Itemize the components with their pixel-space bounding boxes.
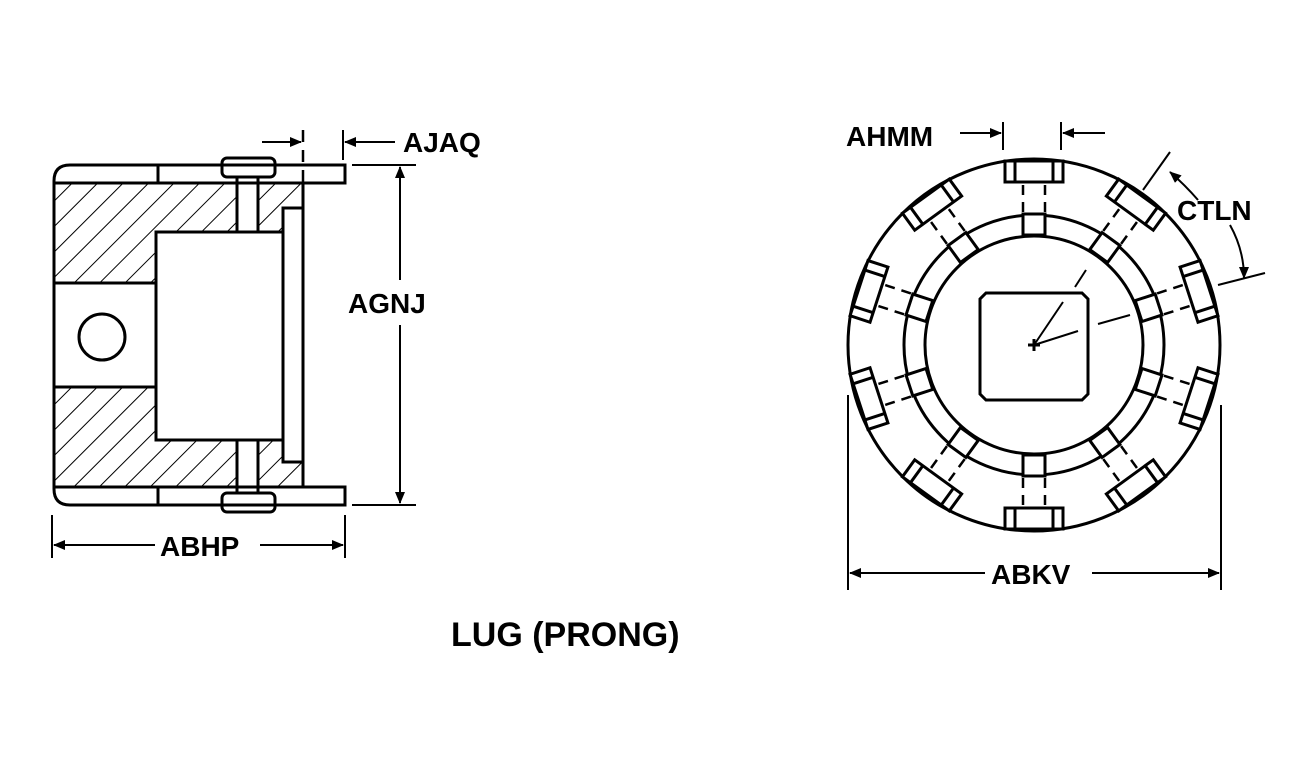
dim-abkv: ABKV (991, 559, 1071, 590)
lug (1087, 425, 1168, 514)
lug (900, 176, 981, 265)
diagram-title: LUG (PRONG) (451, 616, 680, 654)
end-view: AHMM CTLN ABKV (846, 121, 1266, 590)
cross-hole (77, 312, 127, 362)
lug (1003, 159, 1065, 237)
pin-head-bottom (220, 491, 277, 514)
square-drive (978, 291, 1090, 402)
body-outline (52, 163, 347, 507)
dim-ctln: CTLN (1177, 195, 1252, 226)
lug (1087, 176, 1168, 265)
lug (1133, 365, 1220, 432)
hatched-section (54, 183, 303, 487)
inner-cavity (154, 230, 285, 442)
side-view: AJAQ AGNJ ABHP (51, 127, 481, 562)
lug (1003, 453, 1065, 531)
pin-head-top (220, 156, 277, 179)
outer-ring (846, 157, 1222, 533)
dim-agnj: AGNJ (348, 288, 426, 319)
lug (900, 425, 981, 514)
dim-ahmm: AHMM (846, 121, 933, 152)
lug (848, 365, 935, 432)
dim-ajaq: AJAQ (403, 127, 481, 158)
lug (848, 258, 935, 325)
dim-abhp: ABHP (160, 531, 239, 562)
lug (1133, 258, 1220, 325)
